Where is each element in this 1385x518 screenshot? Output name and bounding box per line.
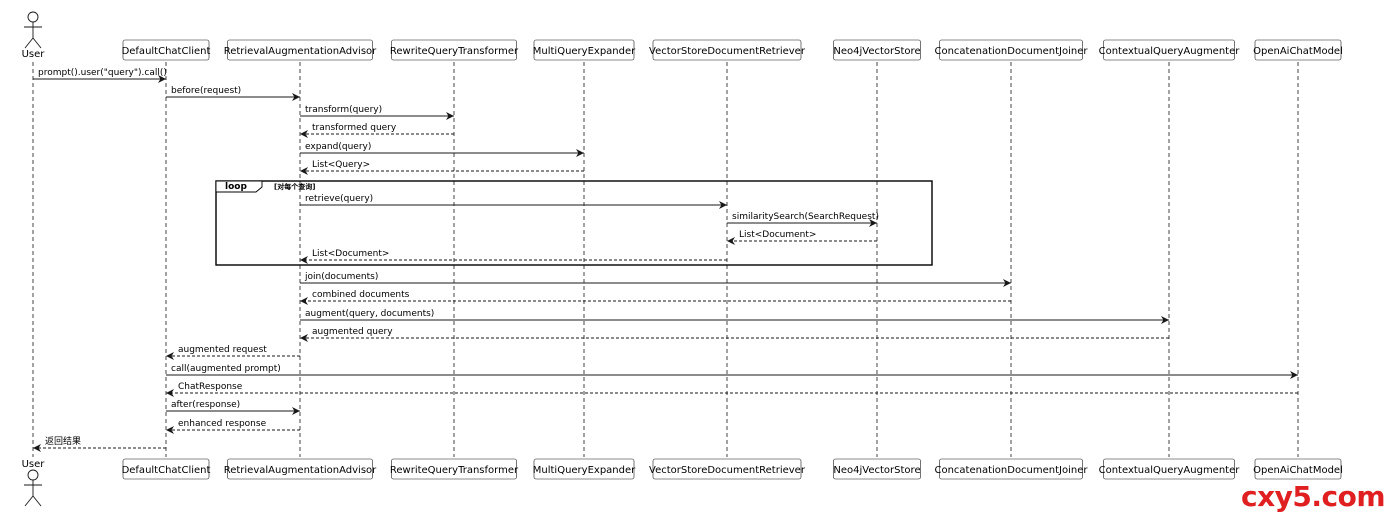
- participant-label: MultiQueryExpander: [533, 465, 636, 476]
- watermark-logo: cxy5.com: [1241, 480, 1385, 513]
- participant-label: MultiQueryExpander: [533, 46, 636, 57]
- message-label: before(request): [171, 86, 241, 96]
- call-message: similaritySearch(SearchRequest): [727, 212, 879, 227]
- participant-label: VectorStoreDocumentRetriever: [649, 465, 806, 476]
- participant-box: RetrievalAugmentationAdvisor: [224, 39, 377, 61]
- message-label: enhanced response: [178, 419, 267, 429]
- actor-figure: User: [22, 459, 46, 507]
- message-label: retrieve(query): [305, 194, 373, 204]
- call-message: retrieve(query): [300, 194, 727, 209]
- loop-guard: [对每个查询]: [274, 182, 315, 191]
- participant-label: RewriteQueryTransformer: [390, 46, 519, 57]
- participant-box: OpenAiChatModel: [1253, 39, 1343, 61]
- message-label: call(augmented prompt): [171, 364, 281, 374]
- return-message: List<Document>: [300, 249, 727, 264]
- call-message: call(augmented prompt): [166, 364, 1298, 379]
- call-message: transform(query): [300, 105, 454, 120]
- participant-box: VectorStoreDocumentRetriever: [649, 39, 806, 61]
- actor-figure: User: [22, 11, 46, 60]
- return-message: 返回结果: [33, 435, 166, 452]
- participant-label: DefaultChatClient: [122, 46, 211, 57]
- participant-label: RewriteQueryTransformer: [390, 465, 519, 476]
- participant-label: OpenAiChatModel: [1253, 465, 1343, 476]
- participant-box: ContextualQueryAugmenter: [1099, 458, 1241, 480]
- message-label: after(response): [171, 400, 240, 410]
- message-label: List<Document>: [312, 249, 389, 259]
- participant-box: Neo4jVectorStore: [833, 39, 921, 61]
- loop-label: loop: [225, 182, 247, 192]
- message-label: prompt().user("query").call(): [38, 68, 167, 78]
- message-label: List<Document>: [739, 230, 816, 240]
- participant-label: RetrievalAugmentationAdvisor: [224, 46, 377, 57]
- message-label: expand(query): [305, 142, 371, 152]
- participant-box: Neo4jVectorStore: [833, 458, 921, 480]
- participant-box: ContextualQueryAugmenter: [1099, 39, 1241, 61]
- message-label: ChatResponse: [178, 382, 243, 392]
- participant-box: VectorStoreDocumentRetriever: [649, 458, 806, 480]
- participant-label: VectorStoreDocumentRetriever: [649, 46, 806, 57]
- participant-label: OpenAiChatModel: [1253, 46, 1343, 57]
- participant-label: ContextualQueryAugmenter: [1099, 46, 1241, 57]
- return-message: List<Document>: [727, 230, 877, 245]
- actor-label: User: [22, 49, 46, 60]
- return-message: ChatResponse: [166, 382, 1298, 397]
- message-label: augmented request: [178, 345, 267, 355]
- participant-box: RetrievalAugmentationAdvisor: [224, 458, 377, 480]
- message-label: join(documents): [304, 272, 378, 282]
- participant-label: ConcatenationDocumentJoiner: [934, 465, 1088, 476]
- participant-label: Neo4jVectorStore: [833, 46, 920, 57]
- message-label: similaritySearch(SearchRequest): [732, 212, 879, 222]
- message-label: augment(query, documents): [305, 309, 434, 319]
- message-label: 返回结果: [45, 435, 81, 447]
- call-message: before(request): [166, 86, 300, 101]
- return-message: combined documents: [300, 290, 1011, 305]
- return-message: augmented query: [300, 327, 1169, 342]
- return-message: transformed query: [300, 123, 454, 138]
- participant-box: RewriteQueryTransformer: [390, 458, 519, 480]
- call-message: expand(query): [300, 142, 584, 157]
- participant-box: RewriteQueryTransformer: [390, 39, 519, 61]
- participant-box: MultiQueryExpander: [533, 458, 636, 480]
- return-message: enhanced response: [166, 419, 300, 434]
- call-message: augment(query, documents): [300, 309, 1169, 324]
- participant-label: ContextualQueryAugmenter: [1099, 465, 1241, 476]
- return-message: augmented request: [166, 345, 300, 360]
- call-message: prompt().user("query").call(): [33, 68, 167, 83]
- call-message: join(documents): [300, 272, 1011, 287]
- participant-label: Neo4jVectorStore: [833, 465, 920, 476]
- participant-box: MultiQueryExpander: [533, 39, 636, 61]
- return-message: List<Query>: [300, 160, 584, 175]
- message-label: List<Query>: [312, 160, 370, 170]
- call-message: after(response): [166, 400, 300, 415]
- participant-box: ConcatenationDocumentJoiner: [934, 458, 1088, 480]
- actor-label: User: [22, 459, 46, 470]
- participant-box: OpenAiChatModel: [1253, 458, 1343, 480]
- participant-box: ConcatenationDocumentJoiner: [934, 39, 1088, 61]
- message-label: transform(query): [305, 105, 382, 115]
- participant-label: DefaultChatClient: [122, 465, 211, 476]
- participant-label: ConcatenationDocumentJoiner: [934, 46, 1088, 57]
- loop-frame: loop [对每个查询]: [215, 180, 933, 266]
- participant-label: RetrievalAugmentationAdvisor: [224, 465, 377, 476]
- message-label: transformed query: [312, 123, 397, 133]
- message-label: augmented query: [312, 327, 393, 337]
- participant-box: DefaultChatClient: [122, 458, 211, 480]
- message-label: combined documents: [312, 290, 410, 300]
- participant-box: DefaultChatClient: [122, 39, 211, 61]
